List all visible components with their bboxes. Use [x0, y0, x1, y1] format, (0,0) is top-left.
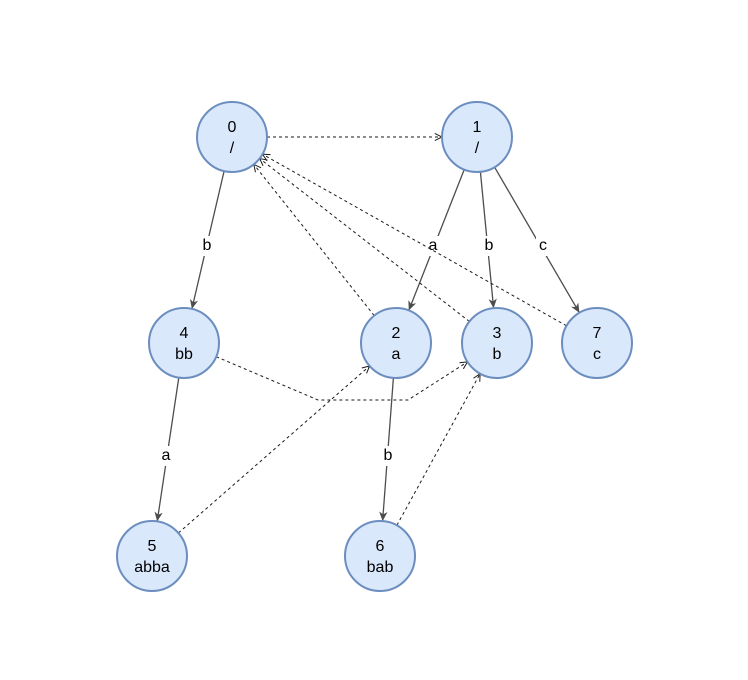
state-node-1: 1/ — [441, 101, 513, 173]
edge-label-background — [536, 236, 550, 256]
edge-label-text: c — [539, 237, 547, 254]
state-node-string: c — [593, 346, 601, 363]
state-node-circle — [360, 307, 432, 379]
edge-label-text: a — [429, 237, 438, 254]
suffix-link-4-to-3 — [216, 356, 467, 401]
edge-label-text: a — [162, 447, 171, 464]
state-node-id: 4 — [180, 325, 189, 342]
state-node-circle — [561, 307, 633, 379]
state-node-id: 6 — [376, 538, 385, 555]
edge-label-text: b — [384, 447, 393, 464]
suffix-link-7-to-0 — [263, 154, 567, 327]
state-node-string: b — [493, 346, 502, 363]
edge-label-2-to-6: b — [381, 446, 395, 466]
state-node-string: bb — [175, 346, 193, 363]
state-node-4: 4 bb — [148, 307, 220, 379]
edge-label-4-to-5: a — [159, 446, 173, 466]
state-node-string: bab — [367, 559, 394, 576]
state-node-id: 1 — [473, 119, 482, 136]
suffix-link-6-to-3 — [396, 374, 480, 526]
state-node-string: a — [392, 346, 401, 363]
edge-label-1-to-3: b — [482, 236, 496, 256]
edge-label-background — [381, 446, 395, 466]
edge-label-background — [426, 236, 440, 256]
state-node-circle — [148, 307, 220, 379]
state-node-circle — [461, 307, 533, 379]
edge-label-background — [159, 446, 173, 466]
edge-label-text: b — [203, 237, 212, 254]
state-node-0: 0/ — [196, 101, 268, 173]
state-node-id: 3 — [493, 325, 502, 342]
edge-label-1-to-2: a — [426, 236, 440, 256]
state-node-circle — [116, 520, 188, 592]
state-node-string: abba — [134, 559, 170, 576]
state-node-string: / — [475, 140, 480, 157]
state-node-circle — [196, 101, 268, 173]
suffix-link-2-to-0 — [254, 164, 375, 316]
state-node-id: 7 — [593, 325, 602, 342]
edge-label-1-to-7: c — [536, 236, 550, 256]
state-node-id: 5 — [148, 538, 157, 555]
state-node-circle — [441, 101, 513, 173]
suffix-link-3-to-0 — [260, 159, 470, 322]
state-node-3: 3b — [461, 307, 533, 379]
state-node-id: 0 — [228, 119, 237, 136]
edge-label-0-to-4: b — [200, 236, 214, 256]
state-node-id: 2 — [392, 325, 401, 342]
state-node-6: 6 bab — [344, 520, 416, 592]
state-node-string: / — [230, 140, 235, 157]
edge-label-background — [482, 236, 496, 256]
state-node-circle — [344, 520, 416, 592]
edge-label-text: b — [485, 237, 494, 254]
suffix-link-5-to-2 — [178, 366, 369, 534]
state-node-5: 5 abba — [116, 520, 188, 592]
state-node-7: 7c — [561, 307, 633, 379]
edge-label-background — [200, 236, 214, 256]
state-node-2: 2a — [360, 307, 432, 379]
edges-layer: a b c b a b — [154, 137, 580, 534]
